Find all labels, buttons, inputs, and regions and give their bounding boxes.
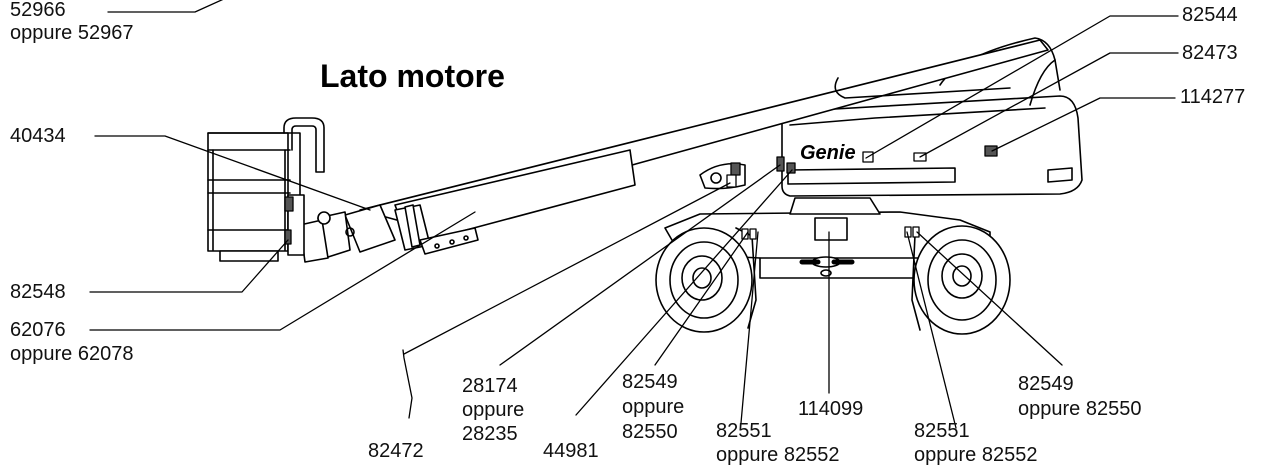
callout-28174-oppure: oppure [462,399,525,421]
callout-82472: 82472 [368,440,424,462]
callout-52966: 52966 [10,0,66,21]
callout-28174-alt: 28235 [462,423,518,445]
platform [207,117,325,262]
callout-82549-right: 82549 [1018,373,1074,395]
callout-82549-left-alt: 82550 [622,421,678,443]
callout-114277: 114277 [1180,86,1246,108]
callout-82548: 82548 [10,281,66,303]
callout-28174: 28174 [462,375,518,397]
turntable [777,37,1083,197]
callout-82473: 82473 [1182,42,1238,64]
callout-62076-alt: oppure 62078 [10,343,134,365]
jib [299,204,396,263]
callout-52966-alt: oppure 52967 [10,22,134,44]
side-title: Lato motore [320,58,505,94]
callout-82544: 82544 [1182,4,1238,26]
callout-82551-right: 82551 [914,420,970,442]
callout-82549-left-oppure: oppure [622,396,685,418]
callout-114099: 114099 [798,398,864,420]
callout-82551-right-alt: oppure 82552 [914,444,1038,466]
genie-logo: Genie [800,142,856,164]
callout-62076: 62076 [10,319,66,341]
callout-44981: 44981 [543,440,599,462]
callout-82549-right-alt: oppure 82550 [1018,398,1142,420]
decals [284,145,998,245]
boom [359,39,1049,255]
callout-82549-left: 82549 [622,371,678,393]
callout-40434: 40434 [10,125,66,147]
leader-lines [89,0,1179,429]
callout-82551-left-alt: oppure 82552 [716,444,840,466]
wheel-right [911,225,1011,335]
callout-82551-left: 82551 [716,420,772,442]
